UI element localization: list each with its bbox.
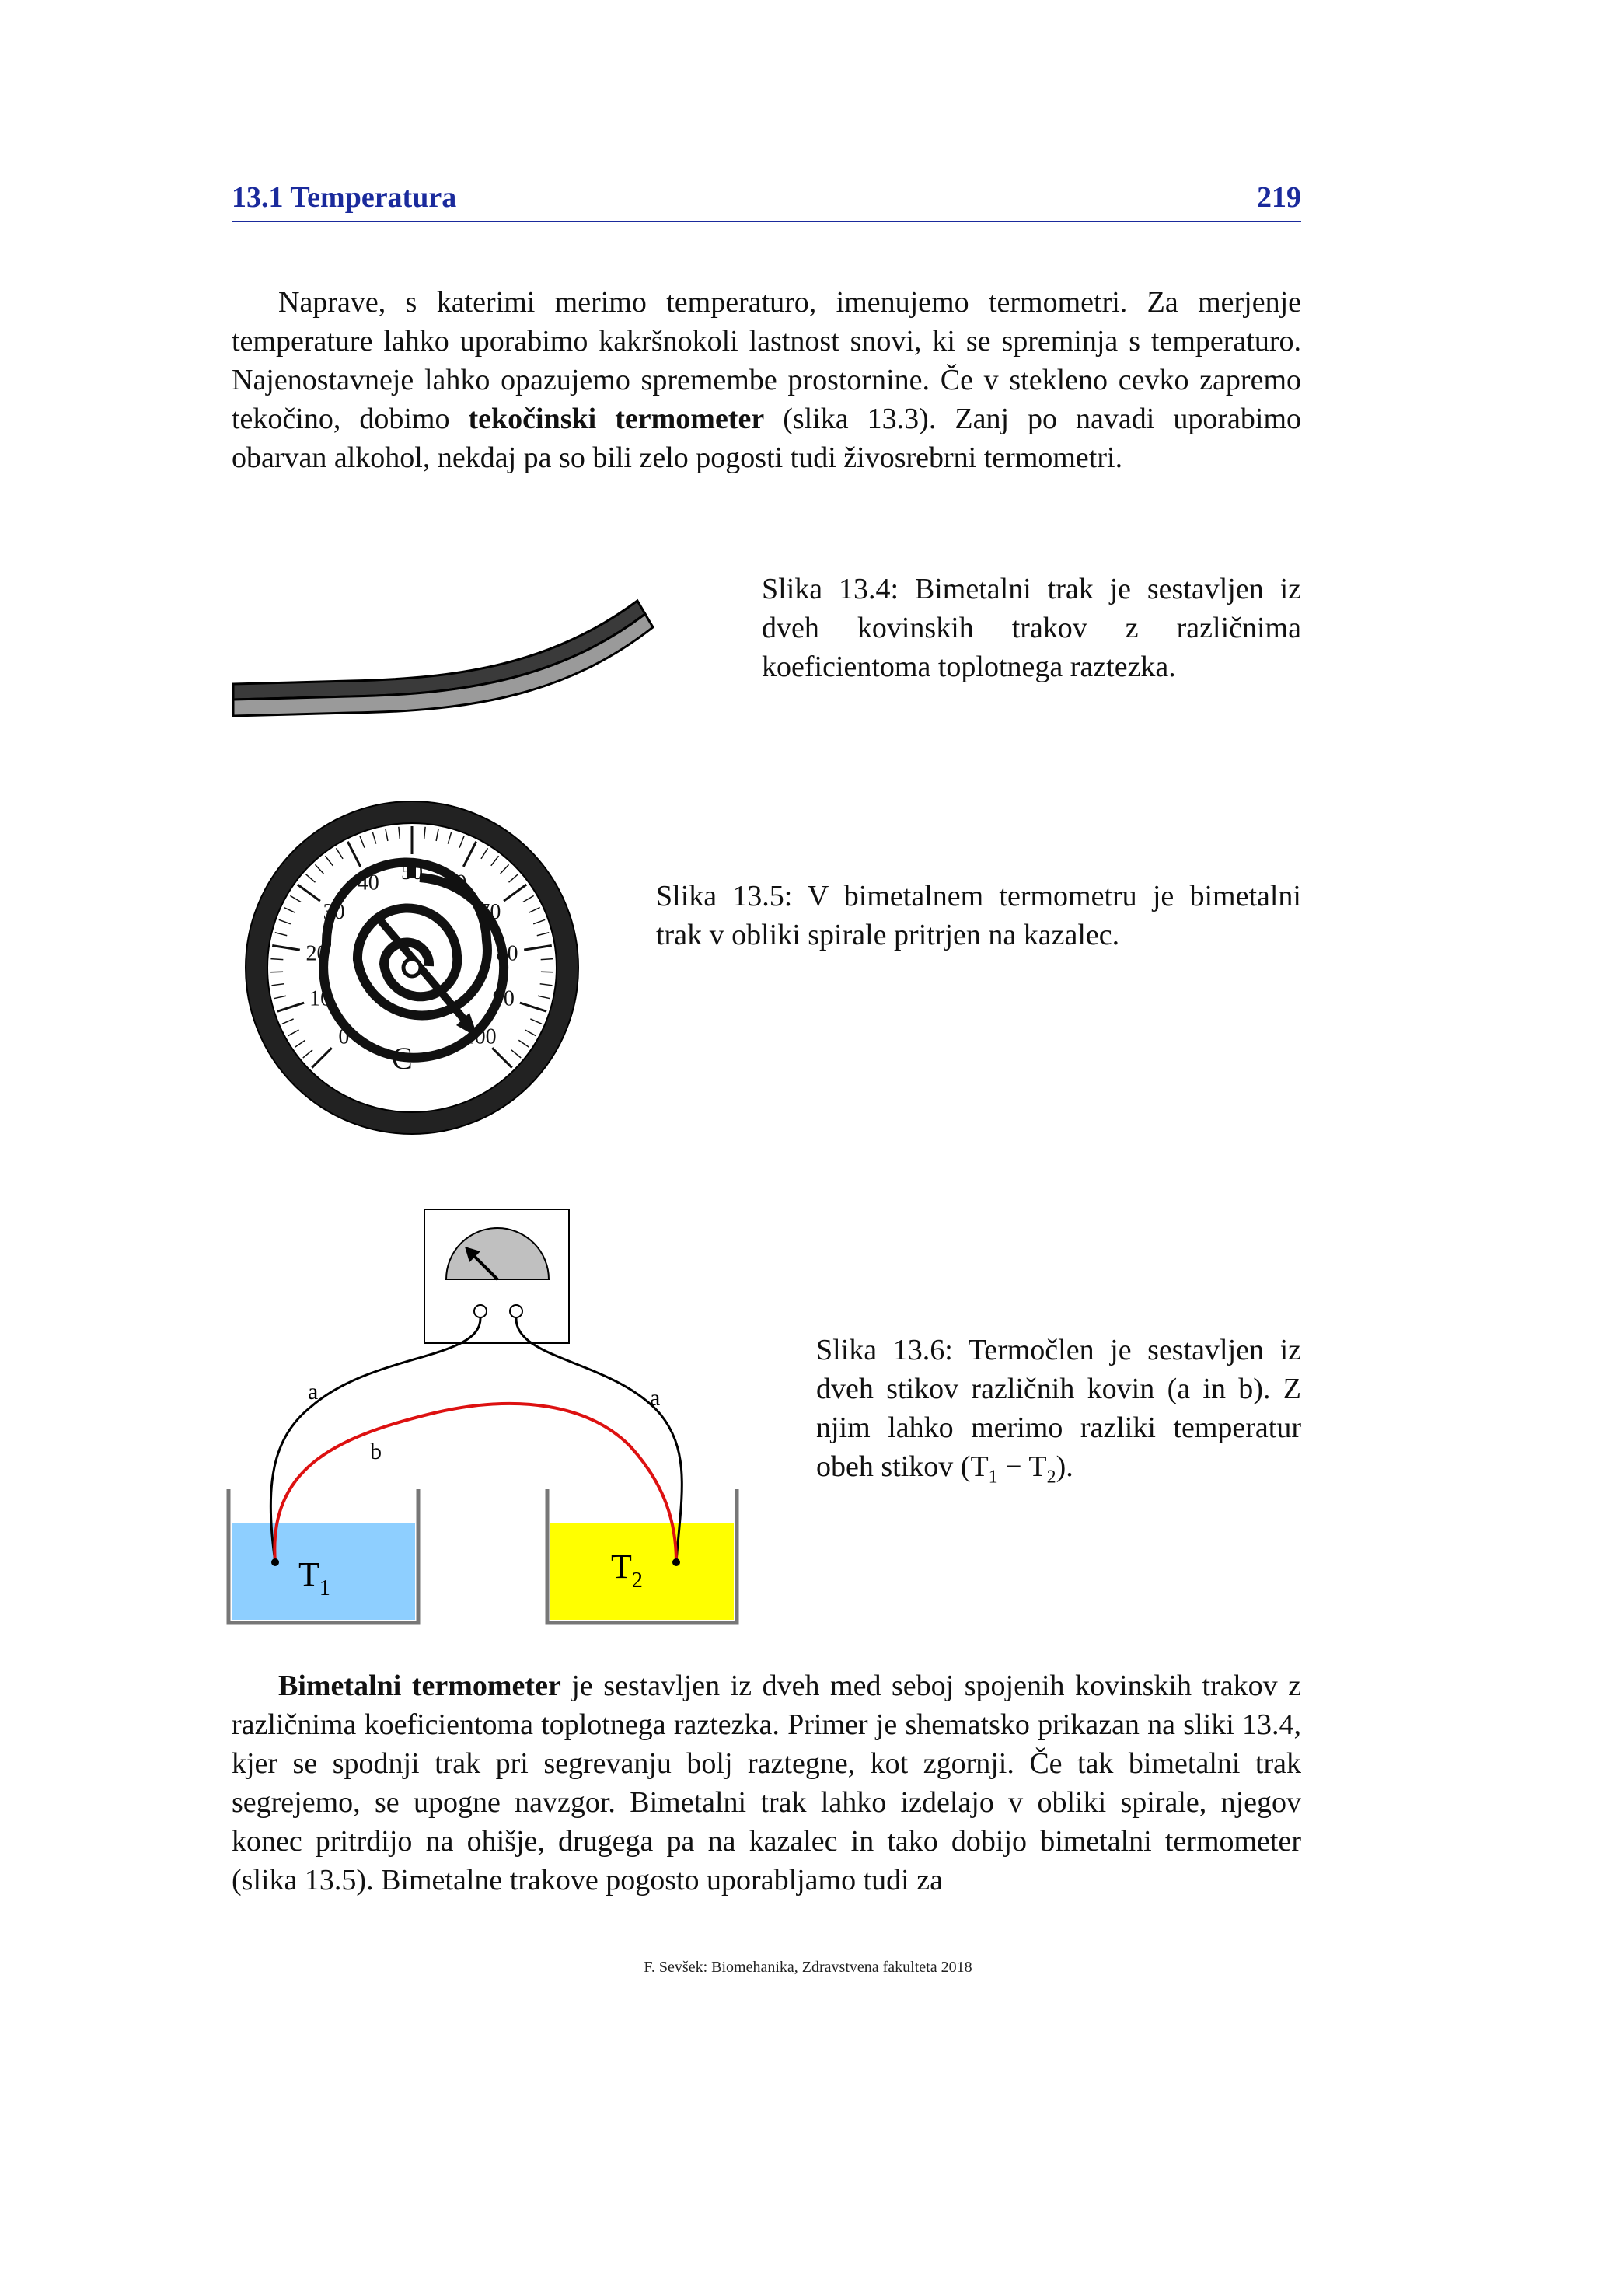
dial-tick xyxy=(274,995,287,1000)
dial-tick xyxy=(530,1018,543,1024)
label-a-right: a xyxy=(650,1385,660,1411)
dial-tick xyxy=(347,841,362,867)
dial-tick xyxy=(277,1001,305,1013)
dial-pointer xyxy=(378,918,478,1038)
lower-strip xyxy=(232,612,654,717)
dial-tick xyxy=(324,855,333,867)
dial-tick xyxy=(503,883,528,902)
dial-tick xyxy=(296,883,321,902)
dial-tick xyxy=(435,829,439,842)
dial-tick xyxy=(295,1039,306,1048)
beaker-right xyxy=(545,1489,739,1625)
dial-tick xyxy=(447,832,452,844)
dial-tick xyxy=(462,841,477,867)
dial-tick xyxy=(522,895,535,903)
page-number: 219 xyxy=(1257,181,1301,214)
dial-tick xyxy=(518,1039,529,1048)
caption-fig-13-4: Slika 13.4: Bimetalni trak je sestavljen… xyxy=(762,573,1301,683)
dial-ticks xyxy=(270,826,553,1069)
paragraph-liquid-thermometer: Naprave, s katerimi merimo temperaturo, … xyxy=(232,286,1302,474)
meter-terminal-left[interactable] xyxy=(473,1304,487,1318)
junction-1 xyxy=(271,1558,279,1566)
dial-tick xyxy=(459,836,465,848)
junction-2 xyxy=(672,1558,680,1566)
dial-tick xyxy=(289,895,302,903)
dial-tick xyxy=(537,995,550,1000)
dial-tick xyxy=(532,919,546,925)
wire-b xyxy=(273,1401,678,1563)
dial-tick xyxy=(480,847,489,860)
dial-tick xyxy=(523,944,552,951)
beaker2-label: T2 xyxy=(611,1548,643,1593)
thermocouple-figure: a a b T1 T2 xyxy=(226,1209,739,1625)
label-a-left: a xyxy=(308,1379,318,1404)
label-b: b xyxy=(370,1439,382,1464)
dial-tick xyxy=(491,1047,513,1069)
paragraph-bimetal-thermometer: Bimetalni termometer je sestavljen iz dv… xyxy=(232,1670,1301,1896)
running-header: 13.1 Temperatura 219 xyxy=(232,180,1301,222)
dial-tick xyxy=(528,906,540,913)
term-liquid-thermometer: tekočinski termometer xyxy=(468,403,765,435)
dial-tick xyxy=(372,832,377,844)
dial-tick xyxy=(398,826,401,839)
term-bimetal-thermometer: Bimetalni termometer xyxy=(278,1670,561,1702)
dial-tick xyxy=(519,1001,547,1013)
dial-tick xyxy=(302,1049,313,1059)
dial-tick xyxy=(271,983,284,986)
dial-tick xyxy=(511,1049,522,1059)
dial-tick xyxy=(272,944,301,951)
dial-tick xyxy=(288,1029,299,1037)
hot-liquid xyxy=(550,1523,734,1620)
meter-needle-tip xyxy=(465,1247,480,1262)
dial-tick xyxy=(385,829,389,842)
dial-tick xyxy=(525,1029,536,1037)
dial-tick xyxy=(540,958,553,961)
dial-tick xyxy=(278,919,291,925)
meter-dial xyxy=(445,1227,550,1280)
meter-needle xyxy=(471,1253,499,1281)
dial-tick xyxy=(490,855,500,867)
bimetal-spiral xyxy=(319,857,509,1063)
dial-tick xyxy=(536,932,550,937)
dial-tick xyxy=(314,864,324,874)
dial-tick xyxy=(305,874,316,883)
caption-fig-13-6: Slika 13.6: Termočlen je sestavljen iz d… xyxy=(816,1334,1301,1488)
dial-tick xyxy=(423,826,426,839)
dial-tick xyxy=(539,983,553,986)
dial-tick xyxy=(500,864,510,874)
dial-tick xyxy=(274,932,288,937)
cold-liquid xyxy=(232,1523,415,1620)
dial-tick xyxy=(359,836,365,848)
dial-tick xyxy=(284,906,296,913)
beaker1-label: T1 xyxy=(298,1555,330,1600)
beaker-left xyxy=(226,1489,421,1625)
caption-fig-13-5: Slika 13.5: V bimetalnem termometru je b… xyxy=(656,880,1301,951)
page-footer: F. Sevšek: Biomehanika, Zdravstvena faku… xyxy=(644,1959,972,1976)
dial-tick xyxy=(508,874,519,883)
section-title: 13.1 Temperatura xyxy=(232,181,457,214)
dial-tick xyxy=(335,847,344,860)
wire-a-right xyxy=(515,1317,683,1563)
dial-tick xyxy=(281,1018,294,1024)
dial-tick xyxy=(311,1047,333,1069)
dial-unit: °C xyxy=(379,1041,413,1076)
meter-terminal-right[interactable] xyxy=(509,1304,523,1318)
wire-a-left xyxy=(269,1317,482,1563)
dial-tick xyxy=(270,958,284,961)
bimetal-strip-figure xyxy=(232,598,654,717)
upper-strip xyxy=(232,598,647,701)
